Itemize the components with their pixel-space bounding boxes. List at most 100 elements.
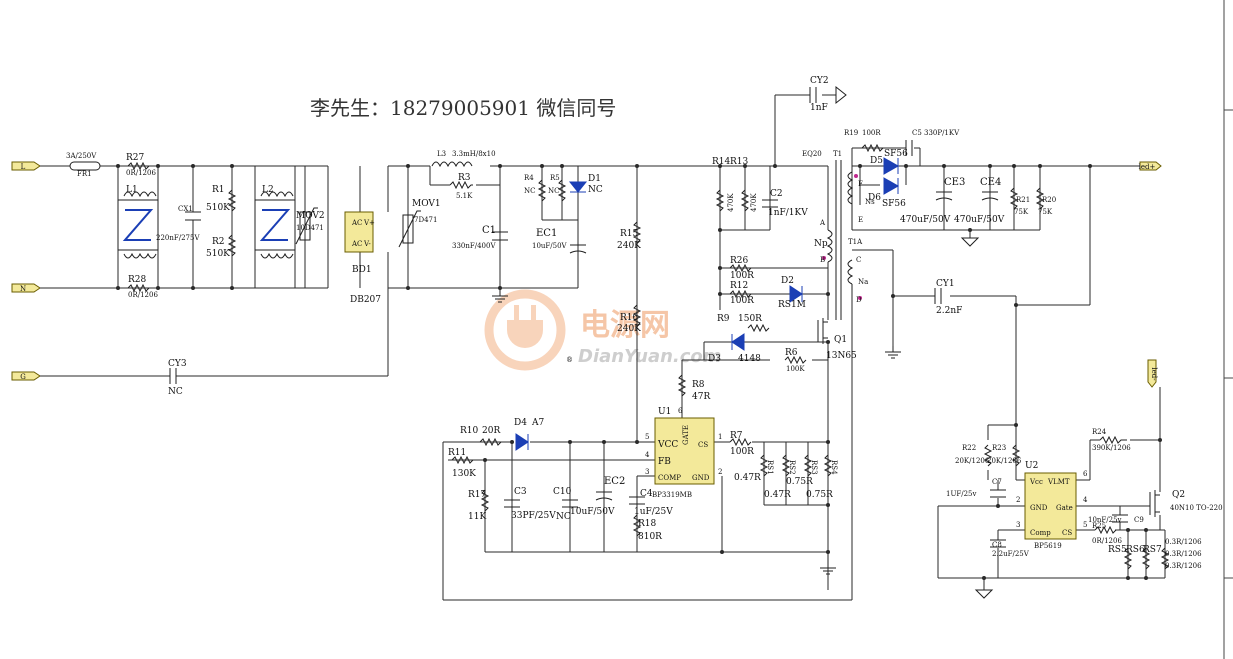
- u1-pin6: 6: [678, 407, 683, 415]
- r26-value: 100R: [730, 271, 754, 281]
- u2-pin4: 4: [1083, 496, 1088, 504]
- r3-ref: R3: [458, 173, 471, 183]
- u2-pin6: 6: [1083, 470, 1088, 478]
- ce4-ref: CE4: [980, 177, 1001, 188]
- rs1-ref: RS1: [766, 460, 774, 475]
- cy2-ref: CY2: [810, 76, 829, 86]
- pin-f: F: [858, 180, 863, 188]
- port-led-minus: led-: [1147, 359, 1158, 388]
- d2-ref: D2: [781, 276, 794, 286]
- pin-c: C: [856, 256, 861, 264]
- d4-ref: D4: [514, 418, 527, 428]
- port-N: N: [11, 283, 41, 293]
- u2-ref: U2: [1025, 461, 1038, 471]
- watermark-cn: 电源网: [580, 308, 670, 343]
- ce3-ref: CE3: [944, 177, 965, 188]
- rs2-ref: RS2: [788, 460, 796, 475]
- q2-value: 40N10 TO-220: [1170, 504, 1223, 512]
- r10-value: 20R: [482, 426, 500, 436]
- l3-value: 3.3mH/8x10: [452, 150, 496, 158]
- r25-value: 0R/1206: [1092, 537, 1122, 545]
- cy3-ref: CY3: [168, 359, 187, 369]
- bd1-ref: BD1: [352, 265, 372, 275]
- c3-value: 33PF/25V: [511, 511, 556, 521]
- rs4-ref: RS4: [830, 460, 838, 475]
- u1-gnd: GND: [692, 474, 710, 482]
- watermark-reg: ®: [566, 356, 573, 364]
- c4-value: 1uF/25V: [634, 507, 673, 517]
- port-led-plus: led+: [1139, 161, 1162, 171]
- bd1-vplus: V+: [363, 219, 375, 227]
- c8-value: 2.2uF/25V: [992, 550, 1030, 558]
- rs7-ref: RS7: [1143, 545, 1162, 555]
- ground-symbols: [492, 237, 994, 599]
- u1-cs: CS: [698, 441, 708, 449]
- r12-ref: R12: [730, 281, 748, 291]
- r1-ref: R1: [212, 185, 225, 195]
- pin-d: D: [856, 296, 862, 304]
- cy2-value: 1nF: [810, 103, 828, 113]
- bd1-ac: AC: [351, 219, 362, 227]
- r14-value: 470K: [727, 193, 735, 212]
- port-L: L: [11, 161, 41, 171]
- t1a-ref: T1A: [848, 238, 863, 246]
- r22-value: 20K/1206: [955, 457, 990, 465]
- bd1-vminus: V-: [363, 240, 371, 248]
- c9-ref: C9: [1134, 516, 1144, 524]
- mov1-value: 7D471: [414, 216, 437, 224]
- u2-vlmt: VLMT: [1047, 478, 1070, 486]
- mov2-value: 10D471: [296, 224, 324, 232]
- c5-value: 330P/1KV: [924, 129, 960, 137]
- r26-ref: R26: [730, 256, 749, 266]
- q2-ref: Q2: [1172, 490, 1185, 500]
- rs4-value: 0.75R: [806, 490, 833, 500]
- u1-fb: FB: [658, 457, 671, 467]
- r1-value: 510K: [206, 203, 230, 213]
- r7-value: 100R: [730, 447, 754, 457]
- r16-value: 240K: [617, 324, 641, 334]
- mov2-ref: MOV2: [296, 211, 325, 221]
- u1-gate: GATE: [682, 425, 690, 445]
- pin-a: A: [819, 219, 826, 227]
- r4-value: NC: [524, 187, 535, 195]
- rs3-ref: RS3: [810, 460, 818, 475]
- r24-ref: R24: [1092, 428, 1107, 436]
- ce3-value: 470uF/50V: [900, 215, 951, 225]
- r6-value: 100K: [786, 365, 805, 373]
- contact-text: 李先生：18279005901 微信同号: [310, 96, 616, 120]
- r4-ref: R4: [524, 174, 534, 182]
- d3-ref: D3: [708, 354, 721, 364]
- u1-pin4: 4: [645, 451, 650, 459]
- cx1-ref: CX1: [178, 205, 193, 213]
- r19-ref: R19: [844, 129, 858, 137]
- c1-value: 330nF/400V: [452, 242, 496, 250]
- c3-ref: C3: [514, 487, 527, 497]
- u1-pin5: 5: [645, 433, 649, 441]
- svg-text:N: N: [20, 285, 26, 293]
- t1-ref: T1: [833, 150, 842, 158]
- r20-value: 75K: [1038, 208, 1053, 216]
- rs6-ref: RS6: [1126, 545, 1145, 555]
- rs3-value: 0.75R: [786, 477, 813, 487]
- c7-value: 1UF/25v: [946, 490, 976, 498]
- u2-gnd: GND: [1030, 504, 1048, 512]
- r5-ref: R5: [550, 174, 560, 182]
- na-label: Na: [858, 278, 868, 286]
- eq20-label: EQ20: [802, 150, 822, 158]
- svg-text:L: L: [21, 163, 26, 171]
- rs7-value: 0.3R/1206: [1165, 562, 1202, 570]
- bd1-ac2: AC: [351, 240, 362, 248]
- r9-ref: R9: [717, 314, 730, 324]
- r15-value: 240K: [617, 241, 641, 251]
- c2-ref: C2: [770, 189, 783, 199]
- c10-ref: C10: [553, 487, 572, 497]
- u2-vcc: Vcc: [1029, 478, 1043, 486]
- r11-value: 130K: [452, 469, 476, 479]
- r2-value: 510K: [206, 249, 230, 259]
- u1-pin2: 2: [718, 468, 722, 476]
- d2-value: RS1M: [778, 300, 806, 310]
- r18-value: 810R: [638, 532, 662, 542]
- svg-text:led+: led+: [1139, 163, 1156, 171]
- c9-value: 10nF/25v: [1088, 516, 1122, 524]
